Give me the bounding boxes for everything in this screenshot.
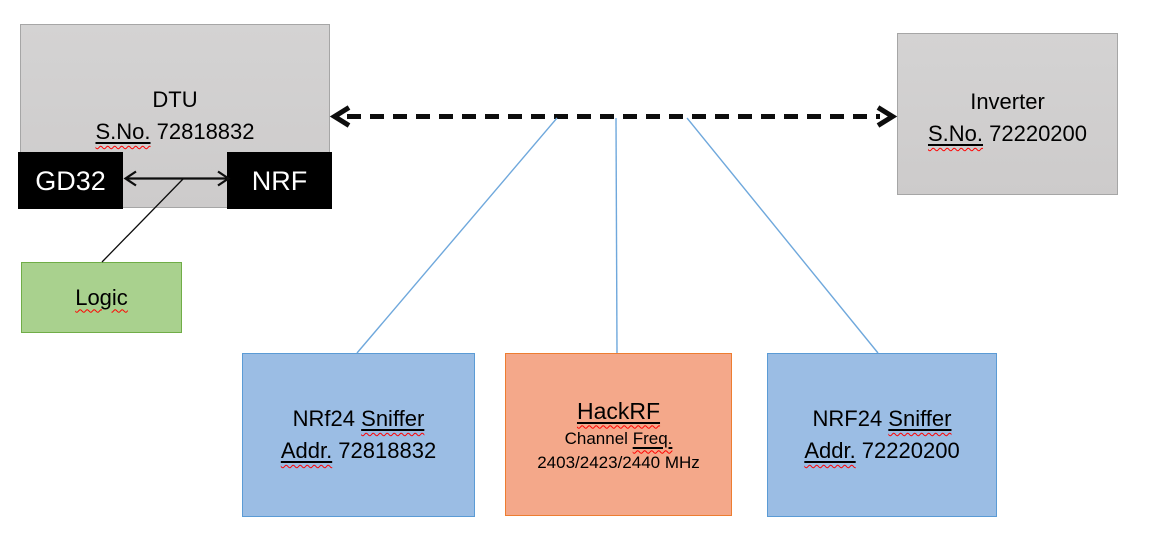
dtu-serial: S.No. 72818832 (95, 116, 254, 148)
dtu-inverter-dashed-arrow (329, 105, 898, 128)
sniffer-right-connector-line (686, 117, 879, 354)
inverter-serial: S.No. 72220200 (928, 118, 1087, 150)
sniffer-left-connector-line (356, 117, 558, 354)
logic-label: Logic (75, 284, 128, 310)
gd32-label: GD32 (35, 165, 106, 196)
sniffer-right-box: NRF24 Sniffer Addr. 72220200 (767, 353, 997, 517)
sniffer-right-address: Addr. 72220200 (804, 438, 960, 463)
dtu-title: DTU (152, 87, 198, 112)
nrf-box: NRF (227, 152, 332, 209)
inverter-box: Inverter S.No. 72220200 (897, 33, 1118, 195)
sniffer-right-name: NRF24 Sniffer (812, 406, 952, 431)
dtu-serial-number: 72818832 (150, 119, 255, 144)
sniffer-left-box: NRf24 Sniffer Addr. 72818832 (242, 353, 475, 517)
hackrf-box: HackRF Channel Freq. 2403/2423/2440 MHz (505, 353, 732, 516)
inverter-serial-flagged-word: S.No. (927, 121, 984, 146)
logic-box: Logic (21, 262, 182, 333)
sniffer-left-name: NRf24 Sniffer (292, 406, 425, 431)
gd32-box: GD32 (18, 152, 123, 209)
hackrf-connector-line (615, 117, 618, 354)
dtu-serial-flagged-word: S.No. (95, 119, 151, 144)
inverter-title: Inverter (970, 89, 1045, 114)
hackrf-title: HackRF (576, 397, 661, 424)
hackrf-frequencies: 2403/2423/2440 MHz (537, 452, 700, 472)
nrf-label: NRF (251, 165, 308, 196)
arrowhead-right-icon (876, 105, 898, 128)
sniffer-left-address: Addr. 72818832 (280, 438, 437, 463)
hackrf-channel-freq: Channel Freq. (564, 428, 673, 448)
arrowhead-left-icon (329, 105, 351, 128)
inverter-serial-number: 72220200 (983, 121, 1088, 146)
